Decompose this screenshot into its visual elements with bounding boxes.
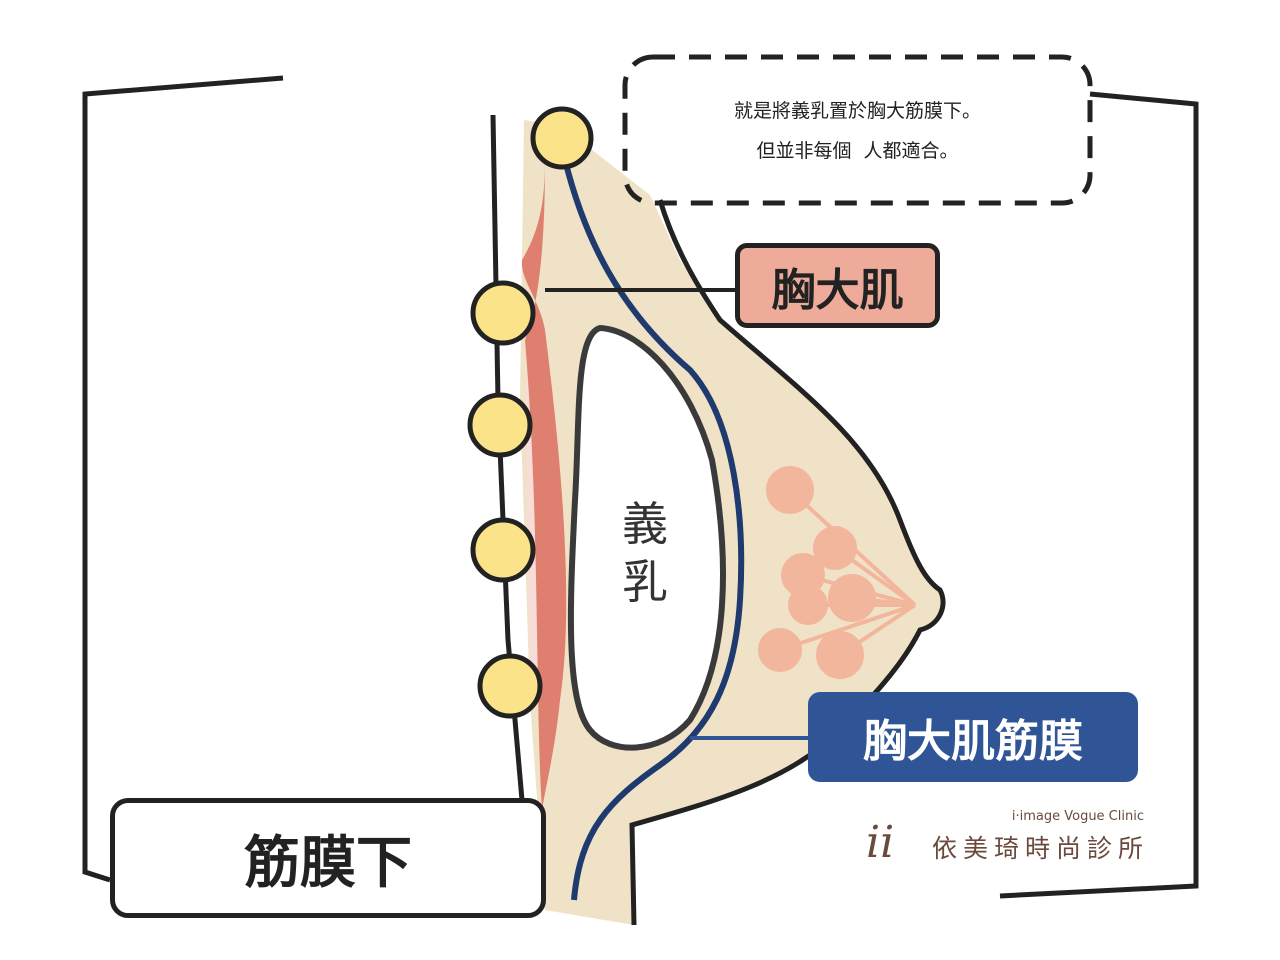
note-line-2: 但並非每個 人都適合。 — [756, 140, 959, 162]
pectoralis-label: 胸大肌 — [735, 243, 940, 328]
note-dashed-border — [622, 54, 1093, 206]
attachment-points — [467, 106, 594, 719]
logo-mark: ii — [866, 817, 895, 868]
mammary-glands — [758, 466, 917, 679]
left-bracket — [82, 75, 284, 883]
logo-english: i·image Vogue Clinic — [1011, 809, 1144, 824]
logo-chinese: 依美琦時尚診所 — [932, 834, 1150, 863]
note-box: 就是將義乳置於胸大筋膜下。 但並非每個 人都適合。 — [625, 57, 1090, 205]
clinic-logo: ii i·image Vogue Clinic 依美琦時尚診所 — [860, 805, 1150, 868]
subfascial-label: 筋膜下 — [110, 798, 546, 918]
fascia-label: 胸大肌筋膜 — [808, 692, 1138, 782]
implant-label-1: 義 — [622, 497, 668, 551]
fascia-line — [562, 159, 745, 901]
right-bracket — [999, 91, 1199, 899]
note-line-1: 就是將義乳置於胸大筋膜下。 — [733, 100, 981, 122]
implant-label: 義 乳 — [610, 495, 680, 611]
breast-outline — [629, 199, 946, 926]
implant-label-2: 乳 — [622, 555, 668, 609]
implant — [567, 324, 726, 751]
